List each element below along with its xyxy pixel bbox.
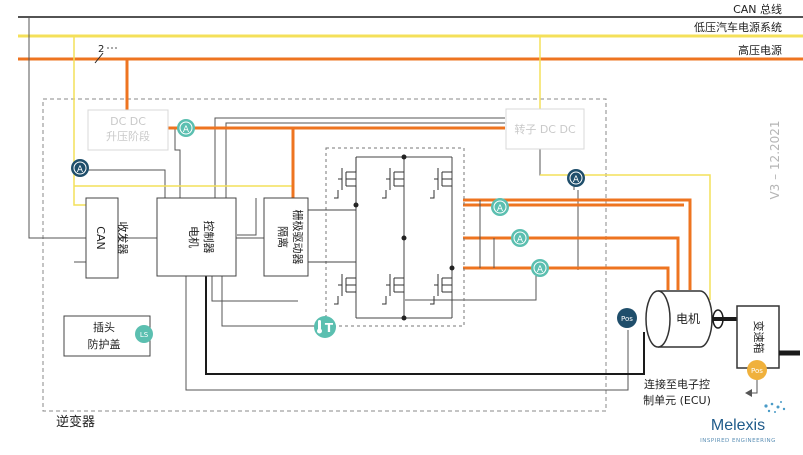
gearbox-block bbox=[736, 305, 780, 369]
position-sensor: Pos bbox=[747, 360, 767, 380]
motor-feedback-line bbox=[205, 276, 645, 375]
mosfet-switch bbox=[334, 274, 356, 305]
current-sensor: A bbox=[531, 259, 549, 277]
power-stage-rails bbox=[308, 156, 453, 319]
inverter-boundary bbox=[42, 98, 607, 412]
limit-switch-sensor: LS bbox=[135, 325, 153, 343]
version-label: V3 – 12.2021 bbox=[768, 120, 782, 199]
mosfet-switch bbox=[334, 157, 357, 205]
current-sensor: A bbox=[511, 229, 529, 247]
motor-controller-block bbox=[156, 197, 237, 277]
junction-dot bbox=[401, 235, 407, 241]
rotor-dcdc-label: 转子 DC DC bbox=[514, 122, 576, 136]
junction-dot bbox=[401, 315, 407, 321]
high-voltage-wires bbox=[125, 59, 692, 290]
dcdc-boost-label-2: 升压阶段 bbox=[106, 129, 150, 143]
mosfet-switch bbox=[430, 274, 452, 305]
can-bus-label: CAN 总线 bbox=[733, 2, 782, 16]
ecu-arrow-head bbox=[745, 389, 752, 397]
gate-driver-label-1: 隔离 bbox=[276, 226, 290, 248]
ecu-note-1: 连接至电子控 bbox=[644, 377, 710, 391]
ecu-note-2: 制单元 (ECU) bbox=[643, 394, 711, 407]
motor-label: 电机 bbox=[676, 312, 700, 326]
current-sensor: A bbox=[491, 198, 509, 216]
dcdc-boost-label-1: DC DC bbox=[110, 115, 146, 128]
mosfet-switch bbox=[382, 168, 404, 199]
position-sensor: Pos bbox=[617, 308, 637, 328]
inverter-label: 逆变器 bbox=[56, 414, 95, 430]
phase-rails bbox=[479, 200, 495, 268]
svg-text:A: A bbox=[537, 265, 544, 275]
brand-name: Melexis bbox=[711, 417, 765, 434]
mosfet-switch bbox=[382, 274, 404, 305]
junction-dot bbox=[449, 265, 455, 271]
motor: 电机 bbox=[645, 290, 713, 348]
rotor-dcdc-block bbox=[505, 108, 585, 150]
svg-text:A: A bbox=[77, 165, 84, 175]
shaft-sensor-ring bbox=[712, 309, 724, 329]
svg-text:LS: LS bbox=[140, 331, 149, 339]
brand-tagline: INSPIRED ENGINEERING bbox=[700, 438, 776, 444]
current-sensor: A bbox=[567, 169, 585, 187]
mosfet-switch bbox=[430, 168, 452, 199]
high-voltage-bus-label: 高压电源 bbox=[738, 43, 782, 57]
power-stage-boundary bbox=[325, 147, 465, 327]
current-sensor: A bbox=[71, 159, 89, 177]
plug-cover-label-2: 防护盖 bbox=[88, 337, 121, 351]
can-transceiver-block bbox=[85, 197, 119, 279]
gate-driver-block bbox=[263, 197, 309, 277]
gearbox-label: 变速箱 bbox=[752, 321, 766, 354]
mosfet-switches bbox=[334, 157, 452, 305]
plug-cover-label-1: 插头 bbox=[93, 320, 115, 334]
temperature-sensor: T bbox=[314, 316, 336, 338]
gate-driver-label-2: 栅极驱动器 bbox=[291, 210, 305, 265]
can-transceiver-label-2: 收发器 bbox=[116, 222, 130, 255]
svg-text:A: A bbox=[517, 235, 524, 245]
bus-count-tick bbox=[94, 52, 104, 64]
svg-text:T: T bbox=[325, 321, 334, 335]
motor-controller-label-2: 控制器 bbox=[202, 221, 216, 254]
ground-stubs bbox=[74, 261, 87, 278]
can-transceiver-label-1: CAN bbox=[94, 226, 107, 249]
svg-text:A: A bbox=[497, 204, 504, 214]
svg-text:A: A bbox=[573, 175, 580, 185]
low-voltage-bus-label: 低压汽车电源系统 bbox=[694, 20, 782, 34]
svg-text:Pos: Pos bbox=[751, 367, 763, 375]
svg-text:A: A bbox=[183, 125, 190, 135]
current-sensor: A bbox=[177, 119, 195, 137]
motor-controller-label-1: 电机 bbox=[187, 226, 201, 248]
junction-dot bbox=[401, 154, 407, 160]
bus-count-label: 2 bbox=[98, 44, 104, 55]
svg-text:Pos: Pos bbox=[621, 315, 633, 323]
melexis-logo: Melexis INSPIRED ENGINEERING bbox=[700, 401, 786, 444]
logo-dots-icon bbox=[764, 401, 786, 413]
dcdc-boost-block bbox=[87, 109, 169, 151]
